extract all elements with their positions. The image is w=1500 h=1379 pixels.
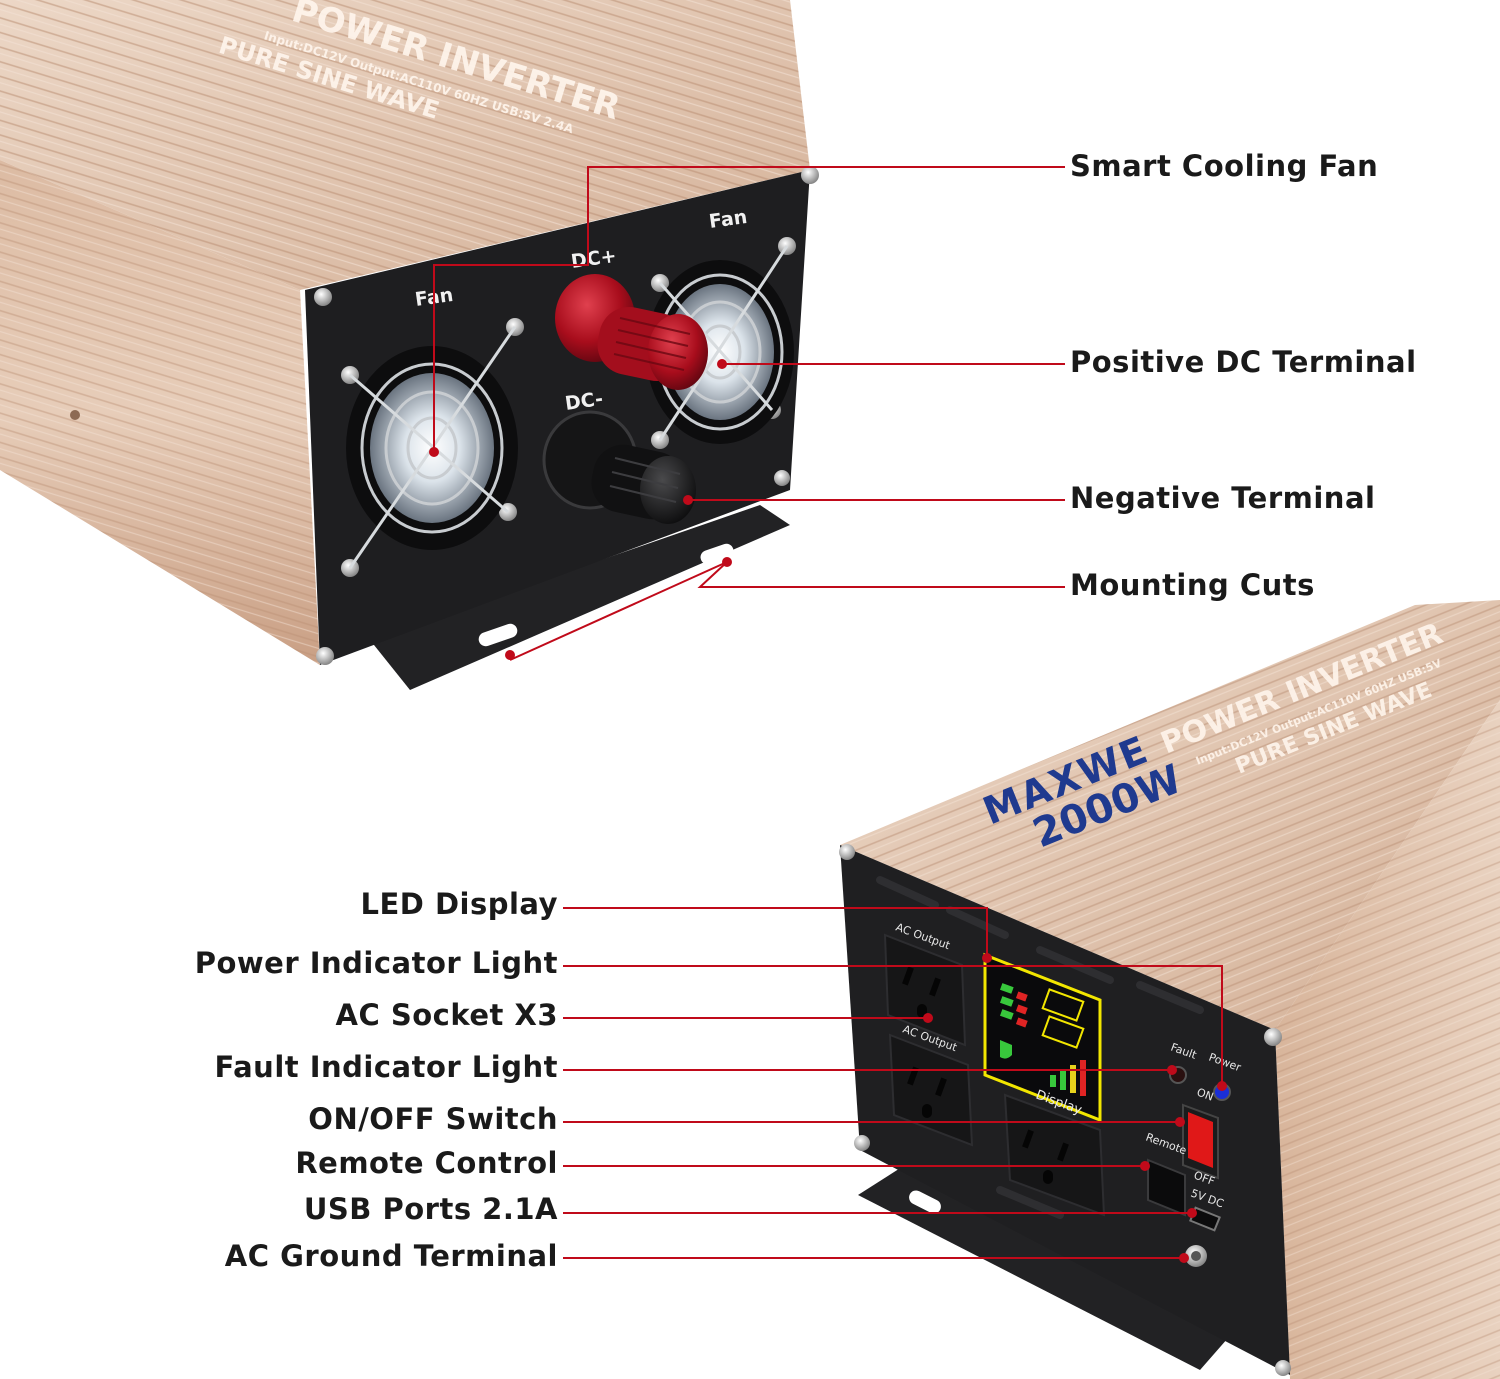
positive-dc-terminal bbox=[555, 274, 708, 390]
callout-ac-ground-terminal: AC Ground Terminal bbox=[224, 1239, 558, 1273]
level-bars bbox=[1050, 1060, 1086, 1096]
remote-control-port bbox=[1147, 1158, 1186, 1217]
battery-bars bbox=[999, 983, 1014, 1020]
ac-socket-3 bbox=[1003, 1093, 1106, 1217]
top-inverter: POWER INVERTER Input:DC12V Output:AC110V… bbox=[0, 0, 1065, 690]
callout-usb-ports: USB Ports 2.1A bbox=[303, 1192, 558, 1226]
load-bars bbox=[1015, 991, 1028, 1028]
on-off-switch bbox=[1182, 1103, 1219, 1180]
top-dc-minus-label: DC- bbox=[564, 388, 605, 415]
bottom-panel-screws bbox=[839, 844, 1291, 1376]
callout-led-display: LED Display bbox=[360, 887, 558, 921]
callout-ac-socket-x3: AC Socket X3 bbox=[335, 998, 558, 1032]
callout-mounting-cuts: Mounting Cuts bbox=[1070, 568, 1315, 602]
ac-socket-2 bbox=[888, 1033, 974, 1147]
negative-terminal bbox=[542, 410, 696, 524]
callout-smart-cooling-fan: Smart Cooling Fan bbox=[1070, 149, 1379, 183]
callout-power-indicator-light: Power Indicator Light bbox=[194, 946, 558, 980]
callout-on-off-switch: ON/OFF Switch bbox=[308, 1102, 558, 1136]
on-label: ON bbox=[1195, 1086, 1215, 1104]
bottom-mounting-bracket bbox=[858, 1165, 1235, 1370]
led-display bbox=[983, 952, 1102, 1123]
callout-positive-dc-terminal: Positive DC Terminal bbox=[1070, 345, 1417, 379]
ac-ground-terminal bbox=[1185, 1245, 1207, 1267]
callout-negative-terminal: Negative Terminal bbox=[1070, 481, 1376, 515]
top-right-fan bbox=[646, 245, 794, 444]
bottom-inverter: MAXWE 2000W POWER INVERTER Input:DC12V O… bbox=[563, 600, 1500, 1379]
top-mounting-bracket bbox=[370, 505, 790, 690]
bottom-leader-lines bbox=[563, 907, 1223, 1259]
callout-remote-control: Remote Control bbox=[295, 1146, 558, 1180]
callout-fault-indicator-light: Fault Indicator Light bbox=[214, 1050, 558, 1084]
top-leader-lines bbox=[433, 166, 1065, 661]
top-fan-right-label: Fan bbox=[708, 206, 749, 233]
